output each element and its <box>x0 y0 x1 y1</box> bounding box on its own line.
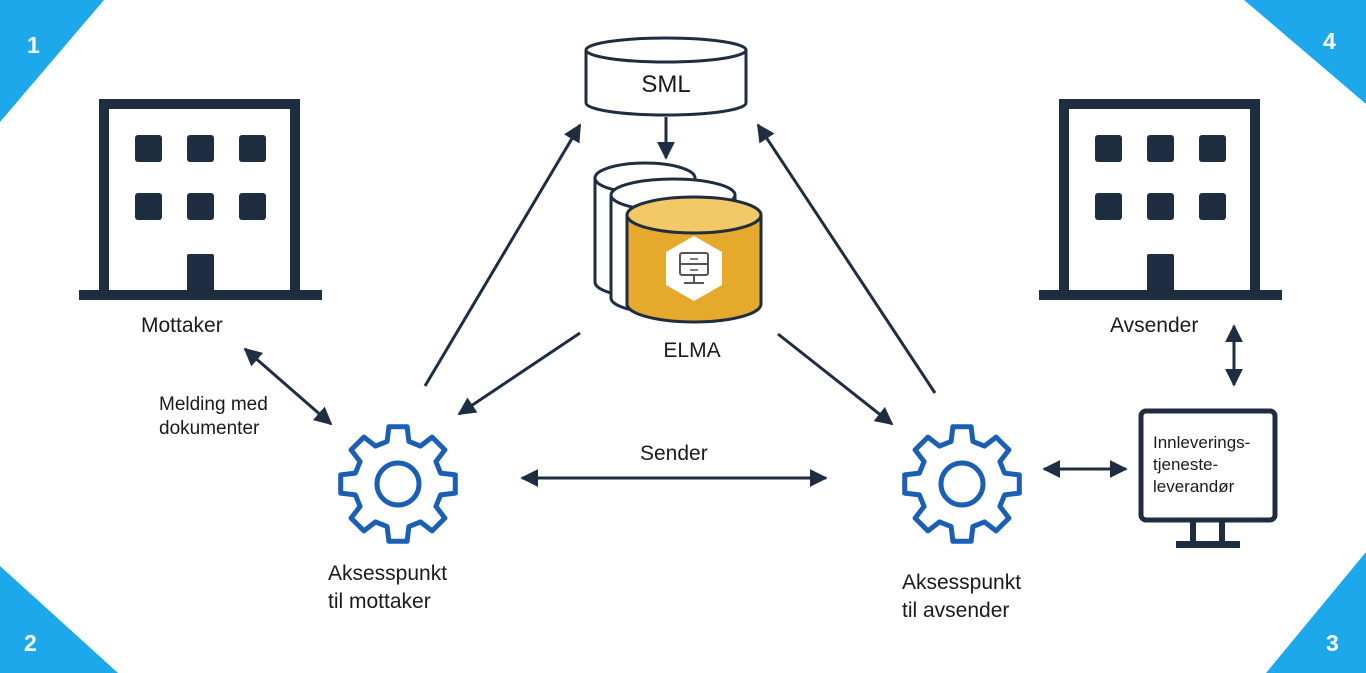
sml-database-icon <box>584 36 748 117</box>
building-icon <box>79 99 322 300</box>
melding-line-2: dokumenter <box>159 418 260 439</box>
provider-line-3: leverandør <box>1153 477 1235 496</box>
corner-number-2: 2 <box>24 630 37 656</box>
corner-number-1: 1 <box>27 32 40 58</box>
database-icon <box>593 161 763 324</box>
corner-triangle-4 <box>1244 0 1366 104</box>
file-cabinet-icon <box>666 236 722 301</box>
corner-number-4: 4 <box>1323 28 1336 54</box>
arrow-elma-to-ap-mottaker <box>457 331 581 416</box>
ap-mottaker-line-1: Aksesspunkt <box>328 562 448 585</box>
sml-label: SML <box>641 71 691 98</box>
melding-line-1: Melding med <box>159 394 268 415</box>
gear-outline <box>902 424 1022 544</box>
arrow-ap-avsender-to-sml <box>756 123 937 394</box>
corner-number-3: 3 <box>1326 630 1339 656</box>
avsender-label: Avsender <box>1110 314 1199 337</box>
arrow-mottaker-ap <box>243 347 333 426</box>
corner-triangle-1 <box>0 0 104 122</box>
arrow-elma-to-ap-avsender <box>777 332 894 426</box>
gear-hub <box>938 460 986 508</box>
ap-avsender-line-2: til avsender <box>902 599 1010 622</box>
gear-icon <box>338 424 458 544</box>
sender-label: Sender <box>640 442 708 465</box>
provider-line-1: Innleverings- <box>1153 433 1251 452</box>
gear-icon <box>902 424 1022 544</box>
elma-label: ELMA <box>663 339 721 362</box>
monitor-icon <box>1138 408 1278 548</box>
provider-line-2: tjeneste- <box>1153 455 1219 474</box>
gear-hub <box>374 460 422 508</box>
ap-avsender-line-1: Aksesspunkt <box>902 571 1022 594</box>
corner-triangle-2 <box>0 566 118 673</box>
corner-triangle-3 <box>1266 552 1366 673</box>
gear-outline <box>338 424 458 544</box>
arrow-ap-mottaker-to-sml <box>423 123 582 387</box>
building-icon <box>1039 99 1282 300</box>
mottaker-label: Mottaker <box>141 314 223 337</box>
ap-mottaker-line-2: til mottaker <box>328 590 431 613</box>
